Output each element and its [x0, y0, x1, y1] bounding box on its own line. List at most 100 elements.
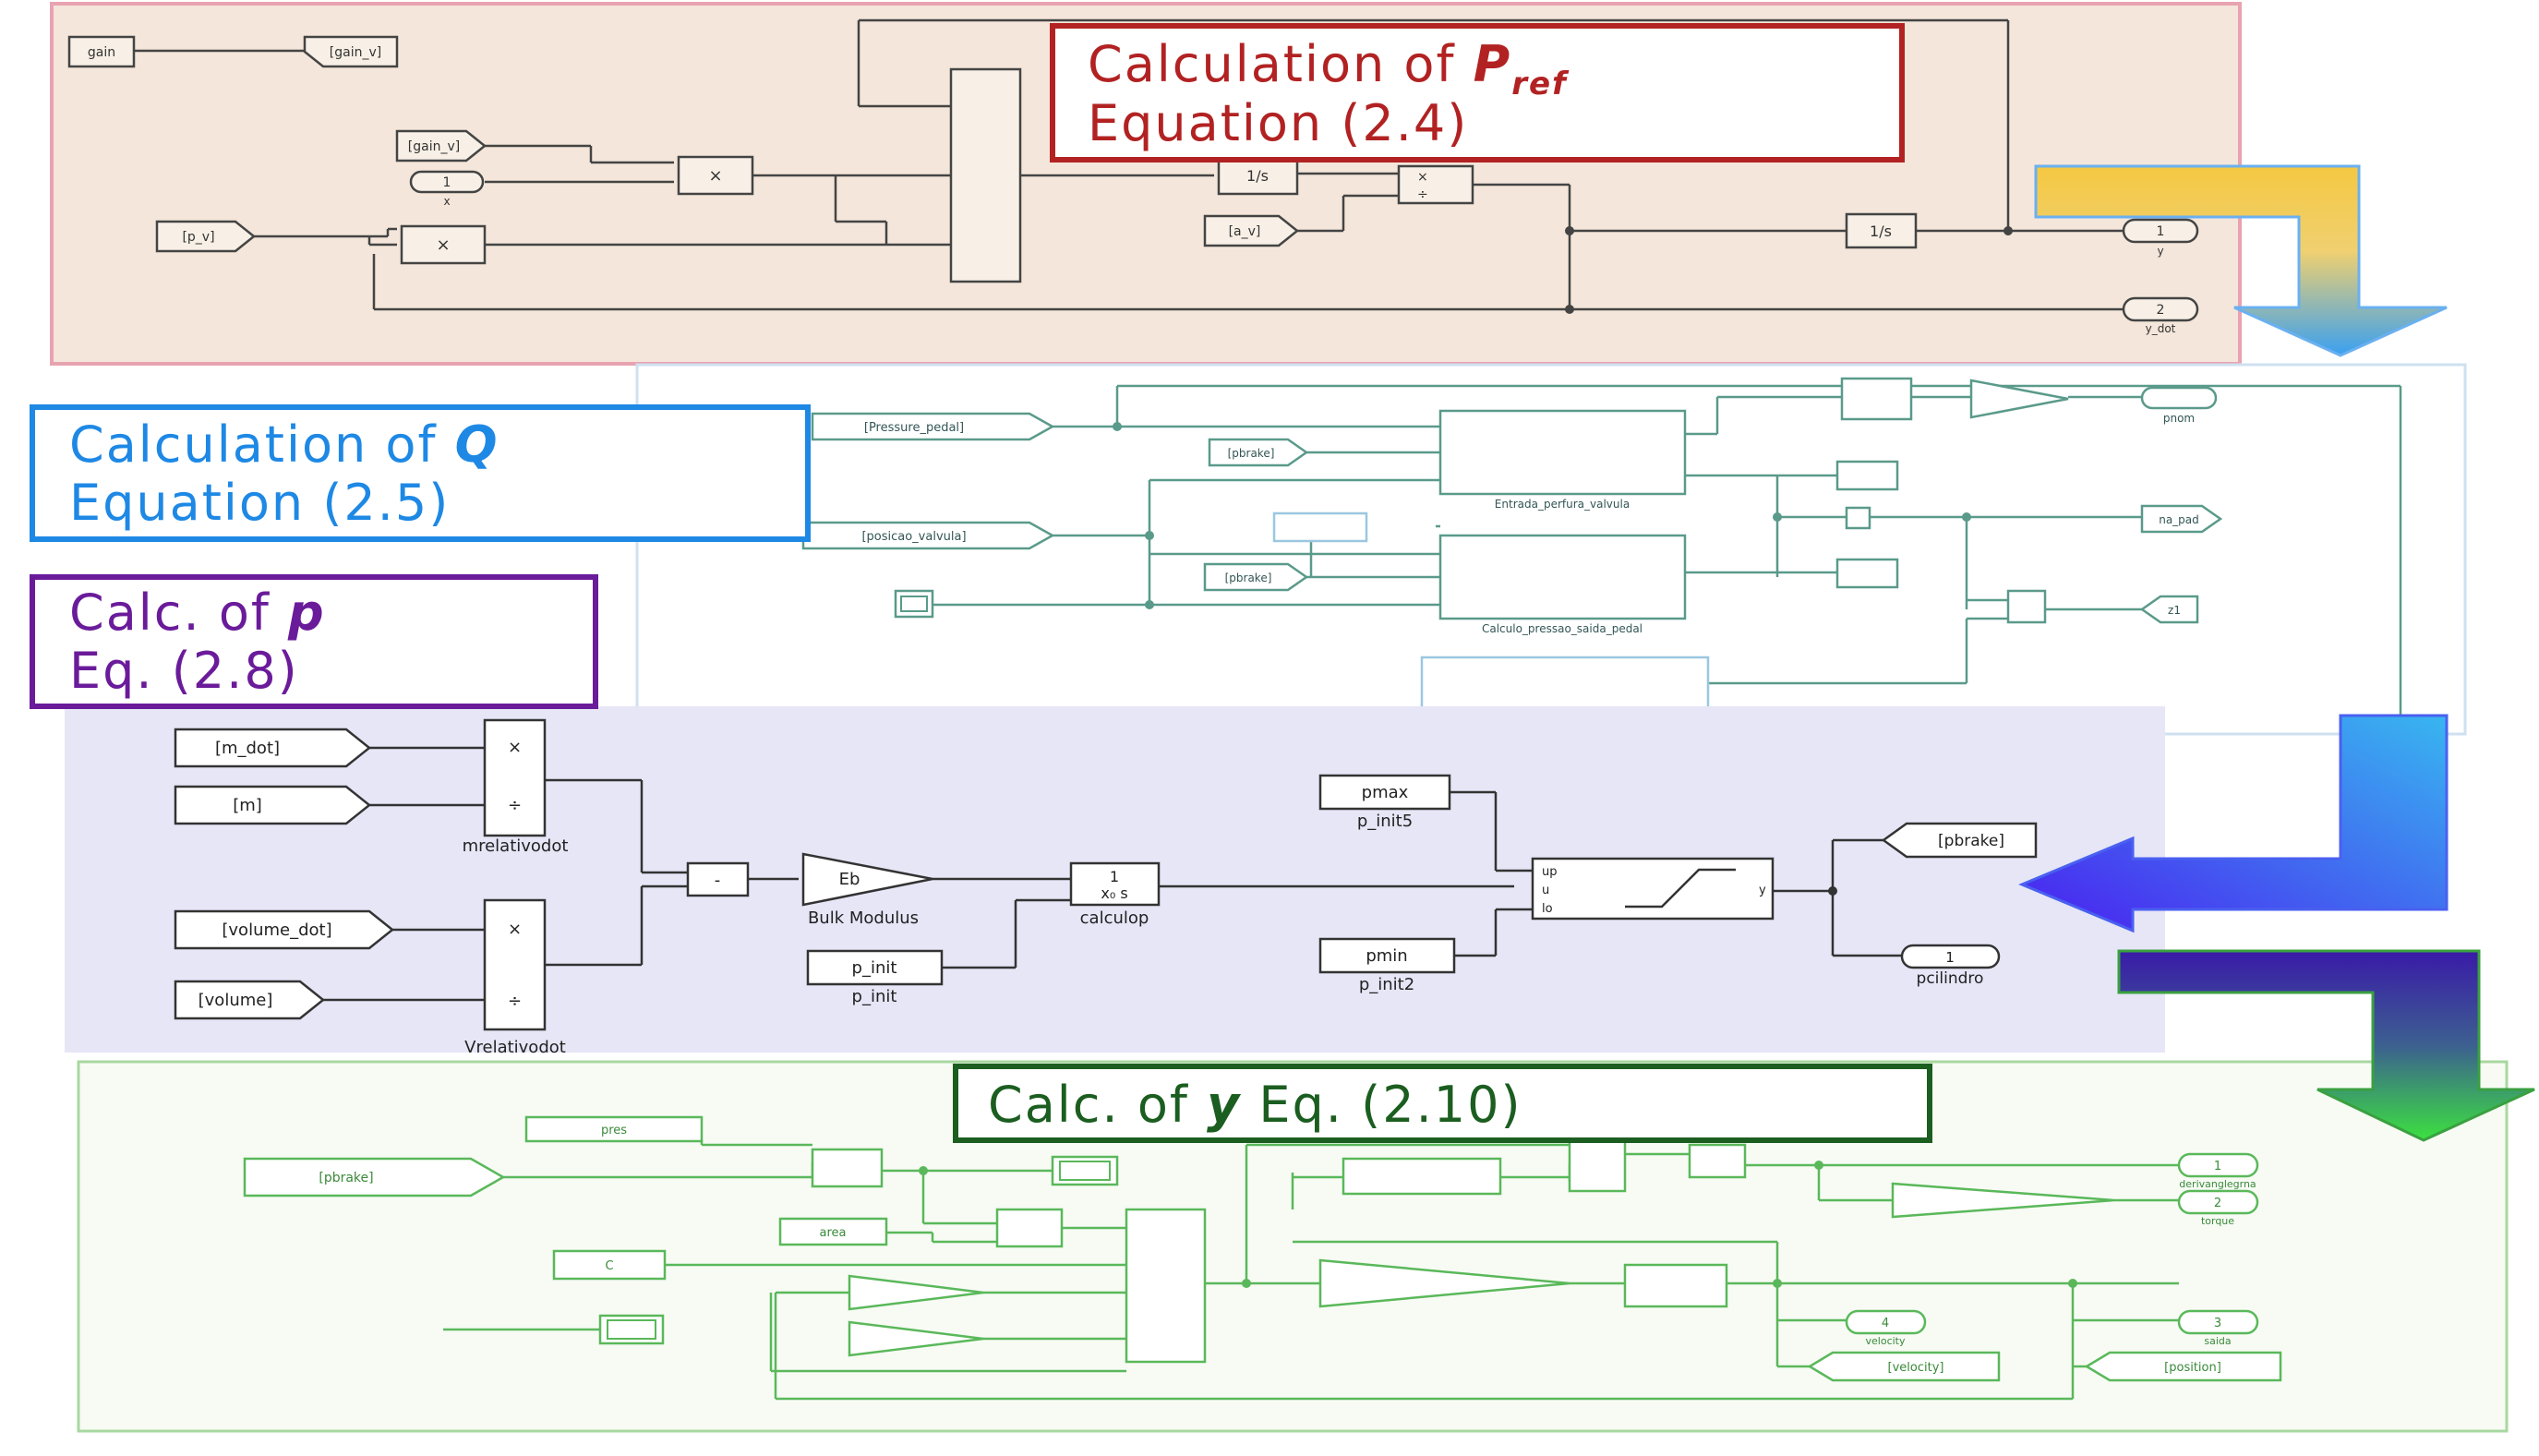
pmin-const[interactable] [1318, 937, 1456, 974]
gain-goto-block[interactable] [303, 35, 399, 68]
sat-port-up: up [1542, 865, 1558, 879]
gain-block-y2[interactable] [848, 1320, 984, 1357]
gain-block-y4[interactable] [1318, 1258, 1570, 1308]
product-block-y[interactable] [995, 1208, 1064, 1248]
product-block-2[interactable] [400, 224, 487, 265]
pressure-pedal-from[interactable] [811, 412, 1055, 441]
outport-saida[interactable] [2177, 1309, 2259, 1335]
title-q: Calculation of Q Equation (2.5) [30, 404, 811, 542]
calculop-integrator[interactable] [1069, 861, 1161, 907]
c-const[interactable] [552, 1249, 667, 1281]
saturation-curve-icon [1625, 868, 1736, 908]
pbrake-goto[interactable] [1881, 822, 2038, 859]
sat-port-y: y [1759, 884, 1766, 897]
volume-dot-from[interactable] [174, 909, 395, 950]
p-v-from-block[interactable] [155, 220, 257, 253]
pmax-const[interactable] [1318, 774, 1451, 811]
pbrake-goto-label: [pbrake] [1938, 832, 2004, 850]
product-block-q[interactable] [1840, 377, 1913, 421]
pbrake-from-1[interactable] [1208, 438, 1309, 467]
outport-velocity[interactable] [1845, 1309, 1927, 1335]
outport-torque[interactable] [2177, 1189, 2259, 1215]
a-v-from-block[interactable] [1203, 214, 1300, 247]
p-init-name: p_init [852, 987, 897, 1006]
scope-block-q2[interactable] [1835, 460, 1899, 491]
section-pref-wires [134, 18, 2124, 311]
integrator-block-1[interactable] [1217, 155, 1299, 196]
product-block-y2[interactable] [1568, 1138, 1627, 1193]
sum-block-y2[interactable] [1125, 1208, 1207, 1364]
gain-v-from-block[interactable] [395, 129, 487, 162]
outport-pnom-name: pnom [2163, 412, 2195, 425]
subsystem-entrada-label: Entrada_perfura_valvula [1495, 498, 1630, 511]
area-const[interactable] [778, 1217, 888, 1246]
outport-ydot-num: 2 [2157, 303, 2165, 318]
title-p-box [30, 574, 598, 709]
sum-block[interactable] [949, 67, 1022, 283]
bulk-modulus-gain[interactable] [801, 852, 933, 907]
calculop-den: x₀ s [1101, 884, 1127, 902]
section-q-nodes [1113, 422, 1971, 609]
outport-pnom[interactable] [2140, 386, 2218, 410]
volume-label: [volume] [199, 991, 273, 1010]
outport-4-num: 4 [1882, 1317, 1889, 1330]
posicao-valvula-from[interactable] [801, 521, 1055, 550]
z1-goto[interactable] [2139, 595, 2199, 624]
position-goto[interactable] [2084, 1351, 2282, 1382]
product-mrelativodot[interactable] [483, 718, 547, 837]
delay-block-q[interactable] [2006, 589, 2047, 624]
outport-ydot[interactable] [2122, 296, 2199, 322]
velocity-goto-label: [velocity] [1888, 1361, 1944, 1375]
subsystem-calculo[interactable] [1438, 534, 1687, 620]
gain-block-y3[interactable] [1891, 1182, 2115, 1219]
subsystem-entrada[interactable] [1438, 409, 1687, 496]
title-pref-box [1050, 23, 1905, 162]
product-vrelativodot[interactable] [483, 898, 547, 1031]
section-p: [m_dot] [m] [volume_dot] [volume] × ÷ mr… [65, 706, 2165, 1057]
gain-block-y1[interactable] [848, 1274, 984, 1311]
flow-arrow-3 [2117, 949, 2535, 1142]
switch-block-q[interactable] [1845, 506, 1871, 530]
m-from[interactable] [174, 785, 372, 825]
saturation-dynamic[interactable] [1531, 857, 1775, 921]
calculop-num: 1 [1110, 868, 1119, 885]
pbrake-from-y[interactable] [243, 1157, 506, 1197]
const-block-q[interactable] [1272, 511, 1368, 543]
volume-from[interactable] [174, 980, 326, 1020]
p-v-from-label: [p_v] [182, 230, 214, 245]
vrelativodot-label: Vrelativodot [464, 1038, 566, 1057]
section-q: [Pressure_pedal] [posicao_valvula] [pbra… [635, 363, 2467, 736]
outport-y[interactable] [2122, 218, 2199, 244]
outport-3-name: saida [2204, 1335, 2231, 1347]
velocity-goto[interactable] [1807, 1351, 2001, 1382]
na-pad-goto[interactable] [2140, 504, 2223, 534]
outport-derivanglegrna[interactable] [2177, 1152, 2259, 1178]
gain-rect-y[interactable] [1342, 1157, 1502, 1196]
pres-const[interactable] [524, 1115, 704, 1143]
z1-label: z1 [2168, 604, 2181, 617]
pcilindro-name: pcilindro [1917, 969, 1984, 988]
outport-2-name: torque [2201, 1215, 2234, 1227]
mrel-sign-mul: × [508, 738, 522, 757]
gain-block-q[interactable] [1969, 379, 2069, 419]
pmax-name: p_init5 [1357, 812, 1413, 831]
integrator-block-y[interactable] [1623, 1263, 1728, 1308]
pcilindro-outport[interactable] [1900, 944, 2001, 969]
product-block-1[interactable] [677, 155, 754, 196]
fcn-block-y[interactable] [1688, 1143, 1747, 1179]
pres-const-label: pres [601, 1124, 627, 1137]
divide-block[interactable] [1397, 164, 1474, 205]
title-p: Calc. of p Eq. (2.8) [30, 574, 598, 709]
m-dot-from[interactable] [174, 728, 372, 768]
sum-block-y[interactable] [811, 1148, 884, 1188]
flow-arrow-1 [2034, 164, 2448, 357]
const-1-block[interactable] [409, 170, 485, 194]
title-y-text: Calc. of y Eq. (2.10) [988, 1076, 1522, 1134]
integrator-block-2[interactable] [1845, 212, 1918, 249]
scope-block-q3[interactable] [1835, 558, 1899, 589]
p-init-const[interactable] [806, 949, 944, 986]
gain-from-block[interactable] [67, 35, 136, 68]
pbrake-from-2[interactable] [1203, 562, 1309, 592]
sum-block-p[interactable] [686, 861, 750, 897]
